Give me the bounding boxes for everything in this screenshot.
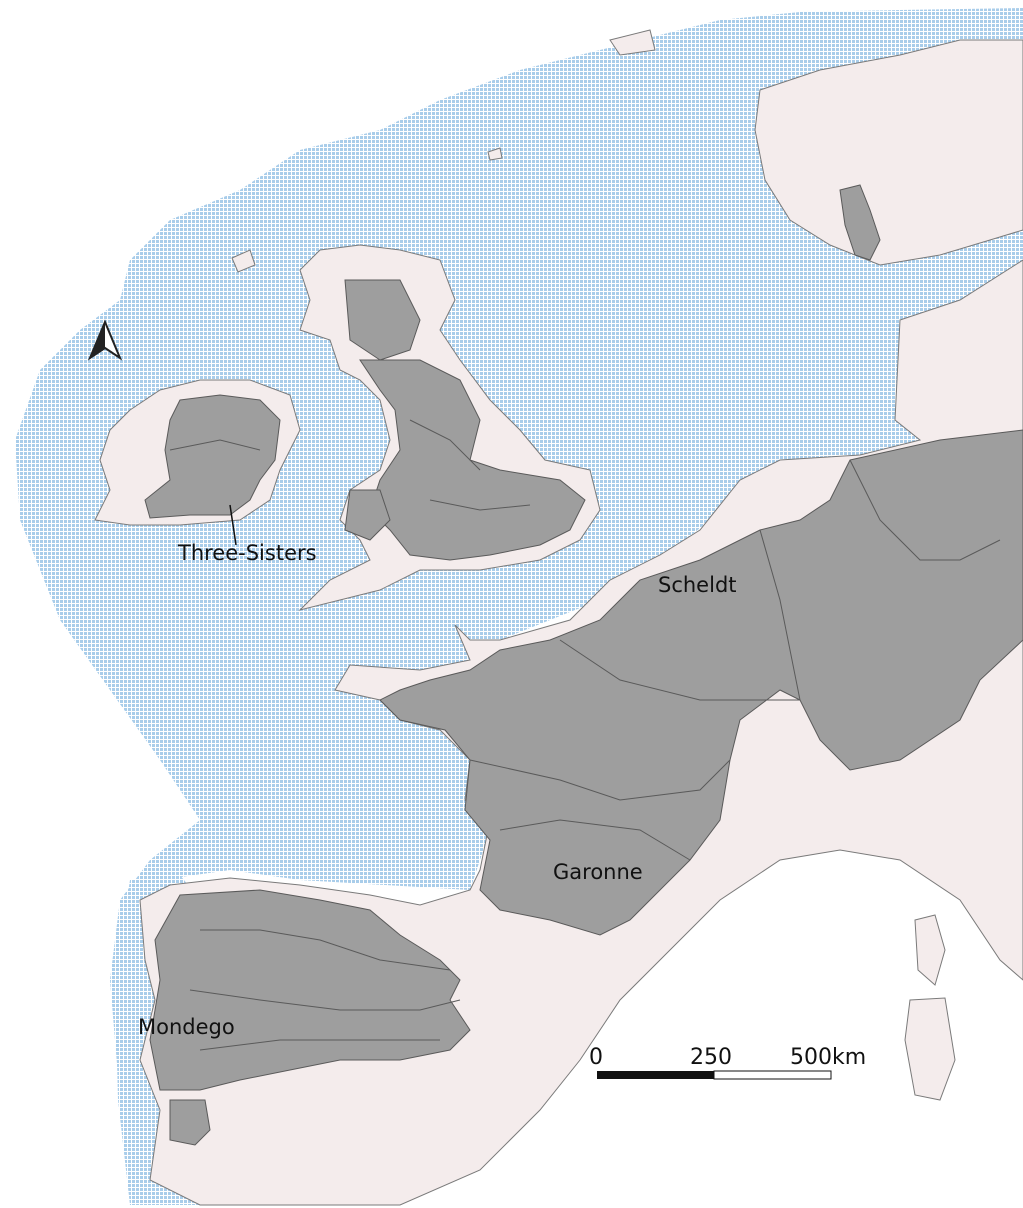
scale-tick-500km: 500km [790, 1045, 866, 1070]
scale-bar: 0 250 500km [589, 1045, 866, 1080]
label-scheldt: Scheldt [658, 573, 737, 597]
norway [754, 39, 1023, 266]
basin-ireland [144, 394, 281, 519]
scale-tick-250: 250 [690, 1045, 732, 1070]
basin-gb-mid [359, 359, 586, 561]
basin-south-portugal [169, 1099, 211, 1146]
basin-france-germany [379, 429, 1023, 936]
basin-gb-north [344, 279, 421, 361]
corsica [914, 914, 946, 986]
label-garonne: Garonne [553, 860, 643, 884]
basin-norway [839, 184, 881, 261]
sardinia [904, 997, 956, 1101]
label-three-sisters: Three-Sisters [177, 541, 317, 565]
scale-tick-0: 0 [589, 1045, 603, 1070]
basin-borders [169, 419, 1001, 1051]
north-arrow-icon [87, 319, 123, 361]
basin-gb-wales [344, 489, 391, 541]
label-mondego: Mondego [138, 1015, 235, 1039]
three-sisters-leader [229, 504, 237, 546]
